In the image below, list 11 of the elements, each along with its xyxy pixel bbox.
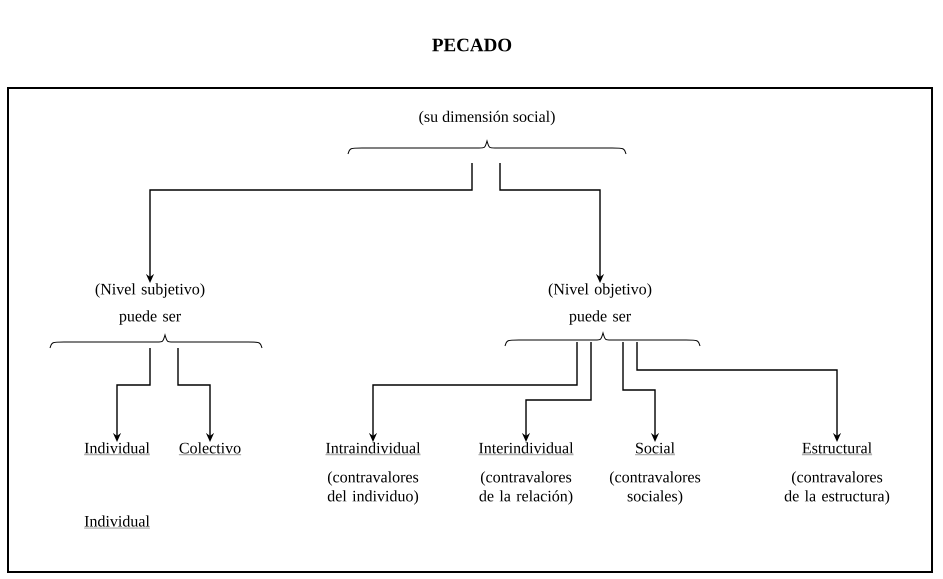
category-text: Estructural (contravalores de la estructura)	[784, 442, 890, 505]
category-text: Individual	[84, 515, 150, 528]
heading-text: (Nivel objetivo) puede ser	[548, 283, 652, 325]
category-text: Social (contravalores sociales)	[610, 442, 700, 505]
category-text: Intraindividual (contravalores del individuo)	[325, 442, 421, 505]
category-text: Interindividual (contravalores de la relación)	[478, 442, 574, 505]
title: PECADO	[432, 38, 512, 52]
heading-text: (su dimensión social)	[419, 110, 555, 126]
heading-text: (Nivel subjetivo) puede ser	[96, 283, 204, 325]
category-text: Colectivo	[178, 442, 242, 456]
category-text: Individual	[84, 442, 150, 456]
